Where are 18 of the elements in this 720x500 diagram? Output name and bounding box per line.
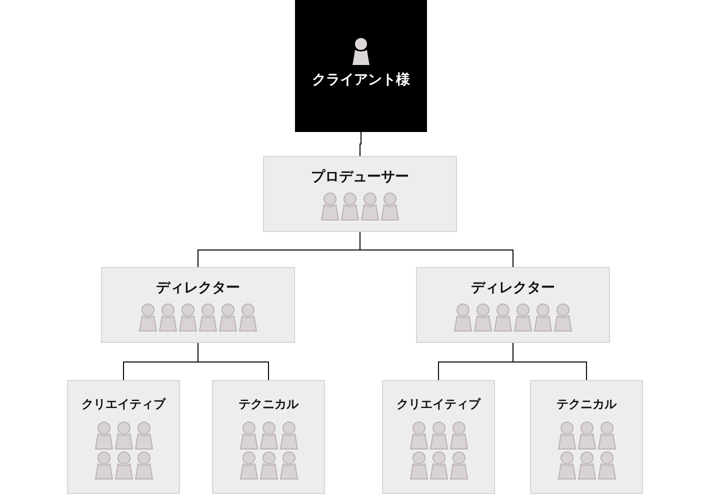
role-label: クリエイティブ: [396, 396, 480, 412]
role-label: プロデューサー: [311, 168, 409, 187]
role-box: [382, 380, 495, 494]
role-label: テクニカル: [238, 396, 298, 412]
role-label: ディレクター: [471, 279, 555, 298]
connector-line: [360, 232, 514, 268]
client-box: [295, 0, 427, 132]
role-box: [67, 380, 180, 494]
role-box: [101, 267, 295, 343]
role-box: [212, 380, 325, 494]
role-label: クリエイティブ: [82, 396, 166, 412]
role-box: [416, 267, 610, 343]
role-label: ディレクター: [156, 279, 240, 298]
role-box: [263, 156, 457, 232]
connector-line: [360, 132, 362, 156]
role-label: クライアント様: [312, 71, 410, 90]
role-label: テクニカル: [556, 396, 616, 412]
role-box: [530, 380, 643, 494]
